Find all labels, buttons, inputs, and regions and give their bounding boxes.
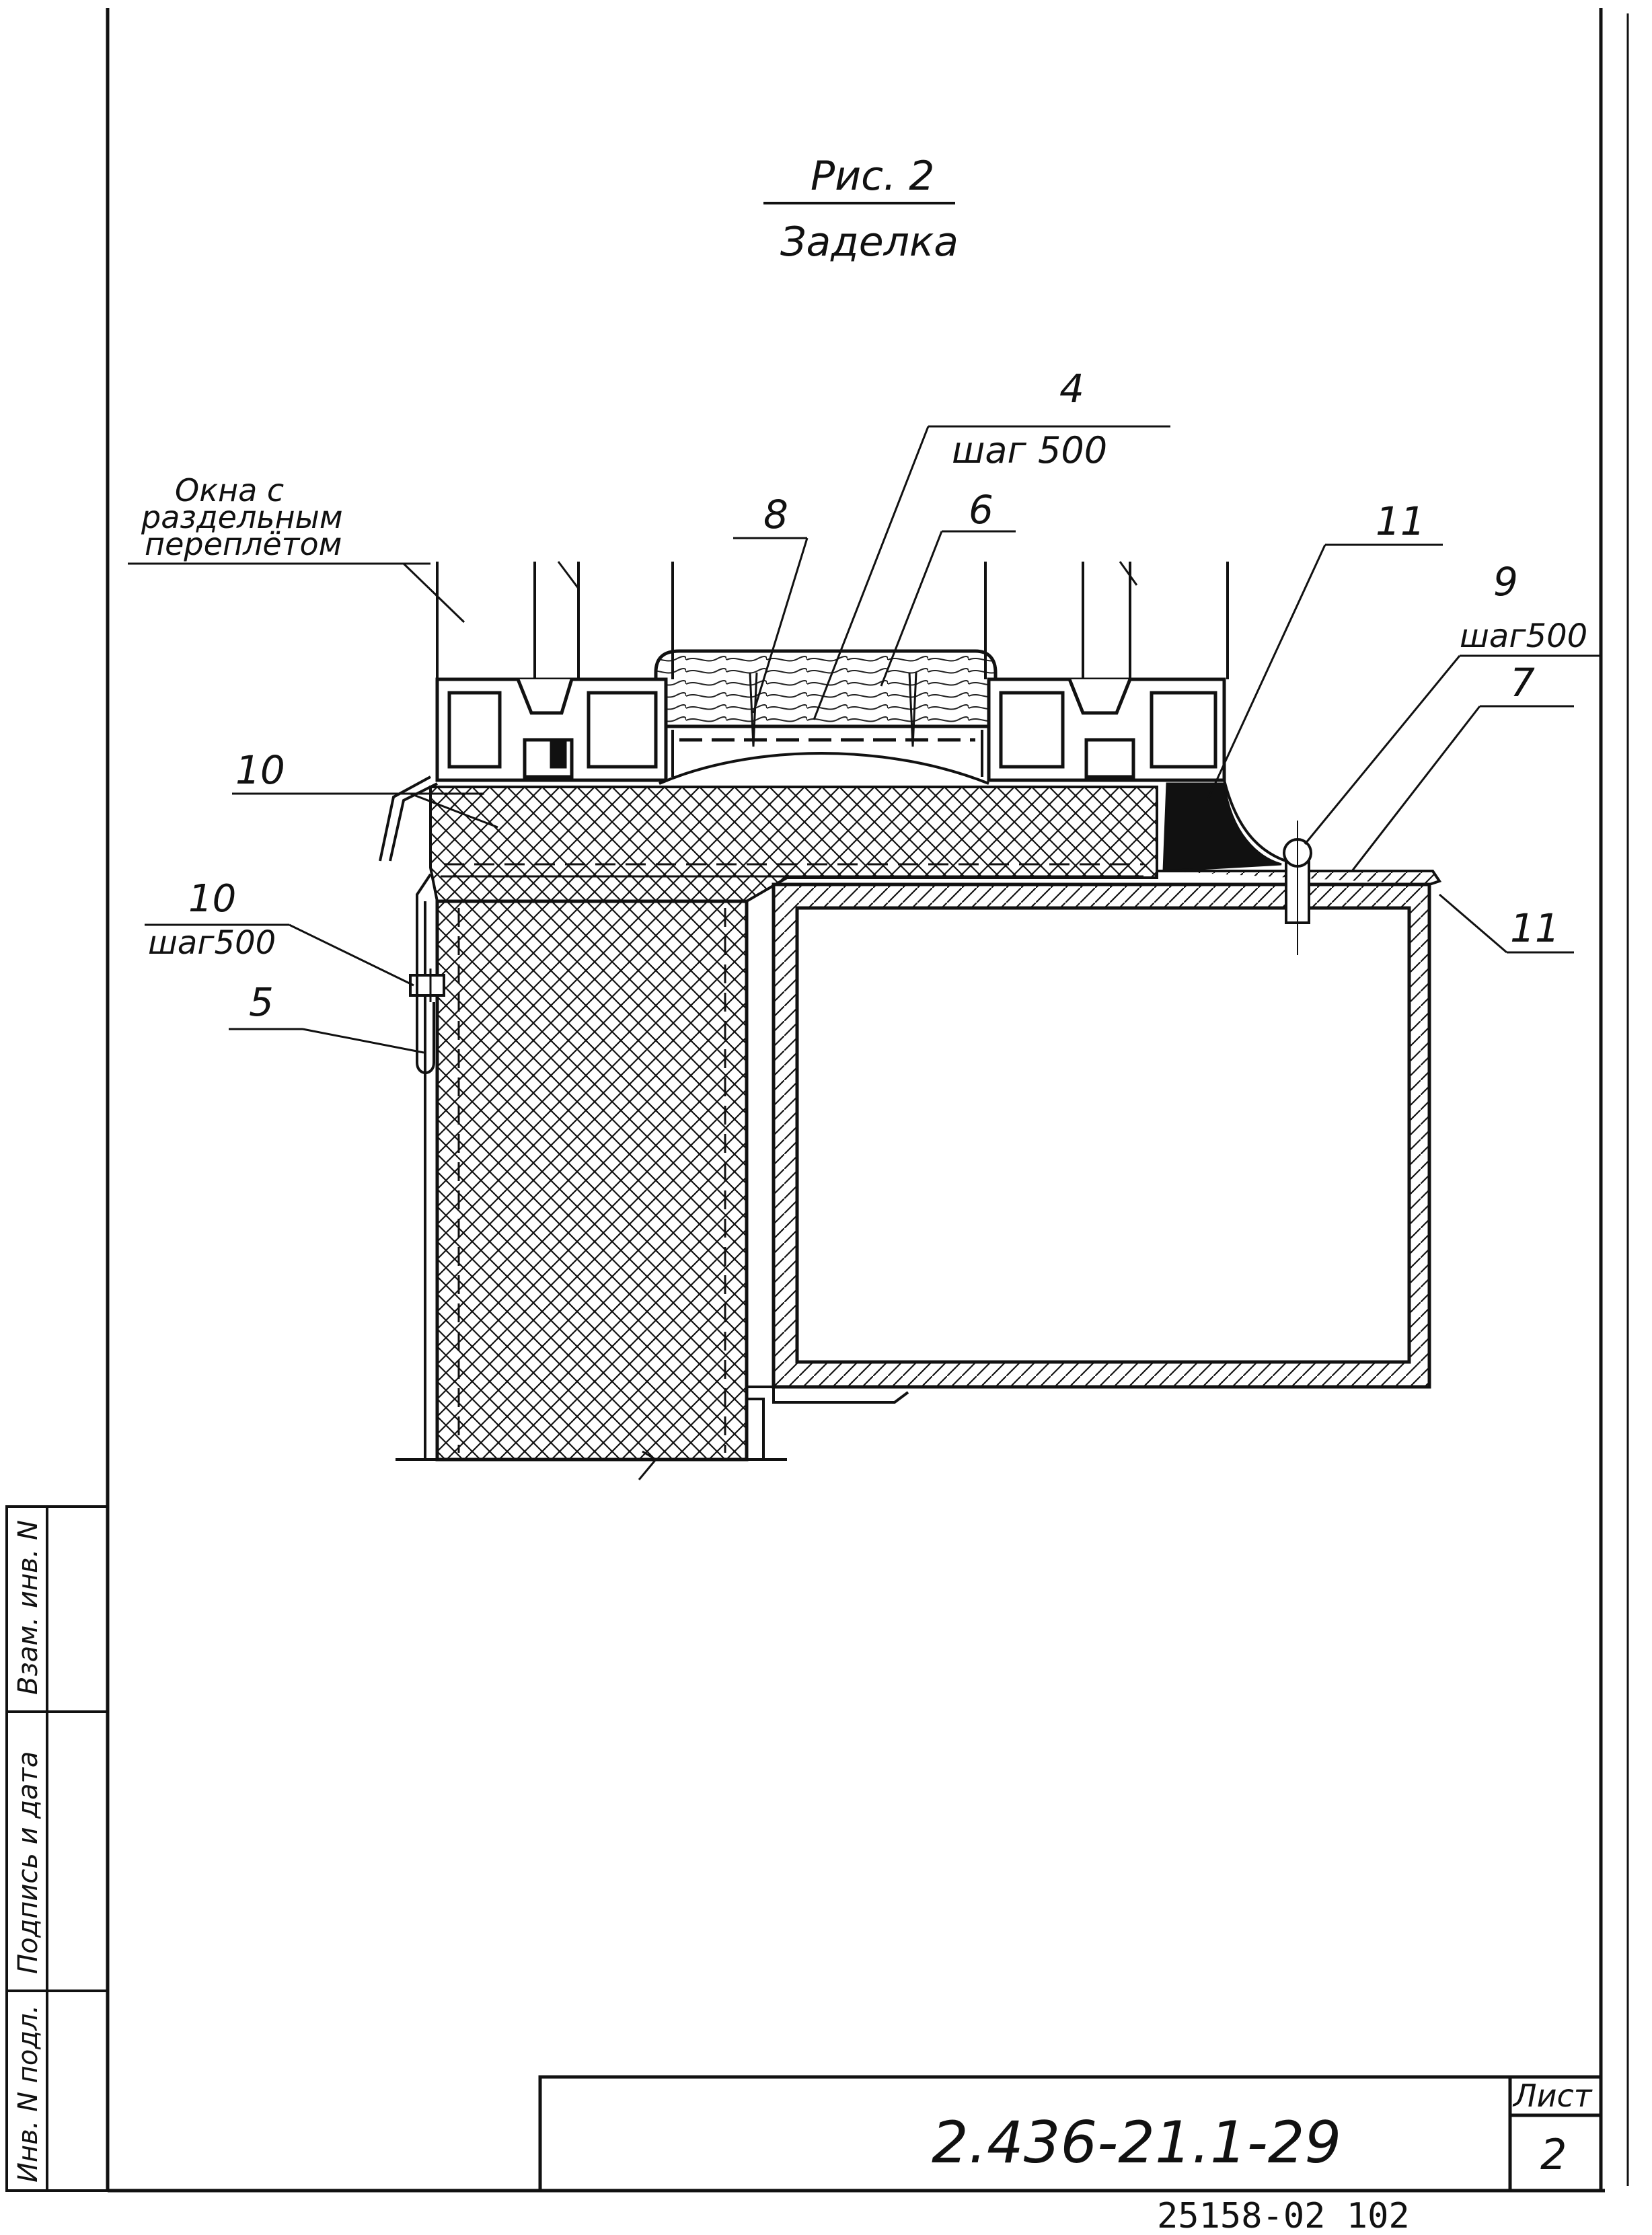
title-block	[538, 2075, 1603, 2193]
clip-5	[416, 873, 435, 1074]
callout-windows-1: Окна с	[175, 472, 284, 508]
callout-4-step: шаг 500	[952, 429, 1107, 471]
callout-labels: Окна с раздельным переплётом 4 шаг 500 8…	[141, 366, 1587, 1025]
sealant	[1162, 782, 1282, 872]
callout-windows-3: переплётом	[145, 526, 342, 562]
top-insulation	[429, 786, 1158, 903]
callout-windows-2: раздельным	[141, 499, 343, 535]
window-posts	[436, 561, 1229, 679]
callout-9-step: шаг500	[1460, 617, 1587, 655]
callout-5: 5	[249, 979, 274, 1025]
archive-number: 25158-02 102	[1157, 2196, 1410, 2235]
window-frame-left	[435, 677, 668, 782]
side-stamp-labels: Инв. N подл. Подпись и дата Взам. инв. N	[13, 1520, 44, 2183]
sheet-label: Лист	[1512, 2078, 1593, 2114]
side-stamp	[5, 1505, 109, 2192]
bolt-9	[1283, 821, 1312, 955]
callouts	[128, 425, 1601, 1054]
stamp-replace-inv: Взам. инв. N	[13, 1520, 44, 1695]
wall-panel-insulation	[435, 899, 749, 1462]
callout-10-top: 10	[235, 747, 285, 793]
callout-6: 6	[969, 487, 993, 533]
callout-8: 8	[763, 492, 788, 537]
sheet-frame	[106, 8, 1629, 2193]
callout-9-number: 9	[1493, 559, 1518, 605]
stamp-sign-date: Подпись и дата	[13, 1751, 44, 1974]
doc-code: 2.436-21.1-29	[932, 2109, 1341, 2176]
sheet-number: 2	[1540, 2130, 1567, 2179]
figure-title: Рис. 2 Заделка	[763, 153, 959, 266]
callout-10-number: 10	[188, 877, 236, 921]
figure-number: Рис. 2	[811, 153, 934, 200]
callout-11-top: 11	[1376, 498, 1425, 544]
section-drawing	[379, 561, 1442, 1480]
steel-tube	[772, 882, 1431, 1389]
stamp-inv-no: Инв. N подл.	[13, 2005, 44, 2183]
window-frame-right	[987, 677, 1226, 782]
figure-subtitle: Заделка	[780, 219, 959, 266]
callout-7: 7	[1510, 660, 1535, 706]
callout-4-number: 4	[1059, 366, 1084, 412]
callout-10-step: шаг500	[148, 924, 276, 962]
callout-11-right: 11	[1510, 905, 1560, 951]
